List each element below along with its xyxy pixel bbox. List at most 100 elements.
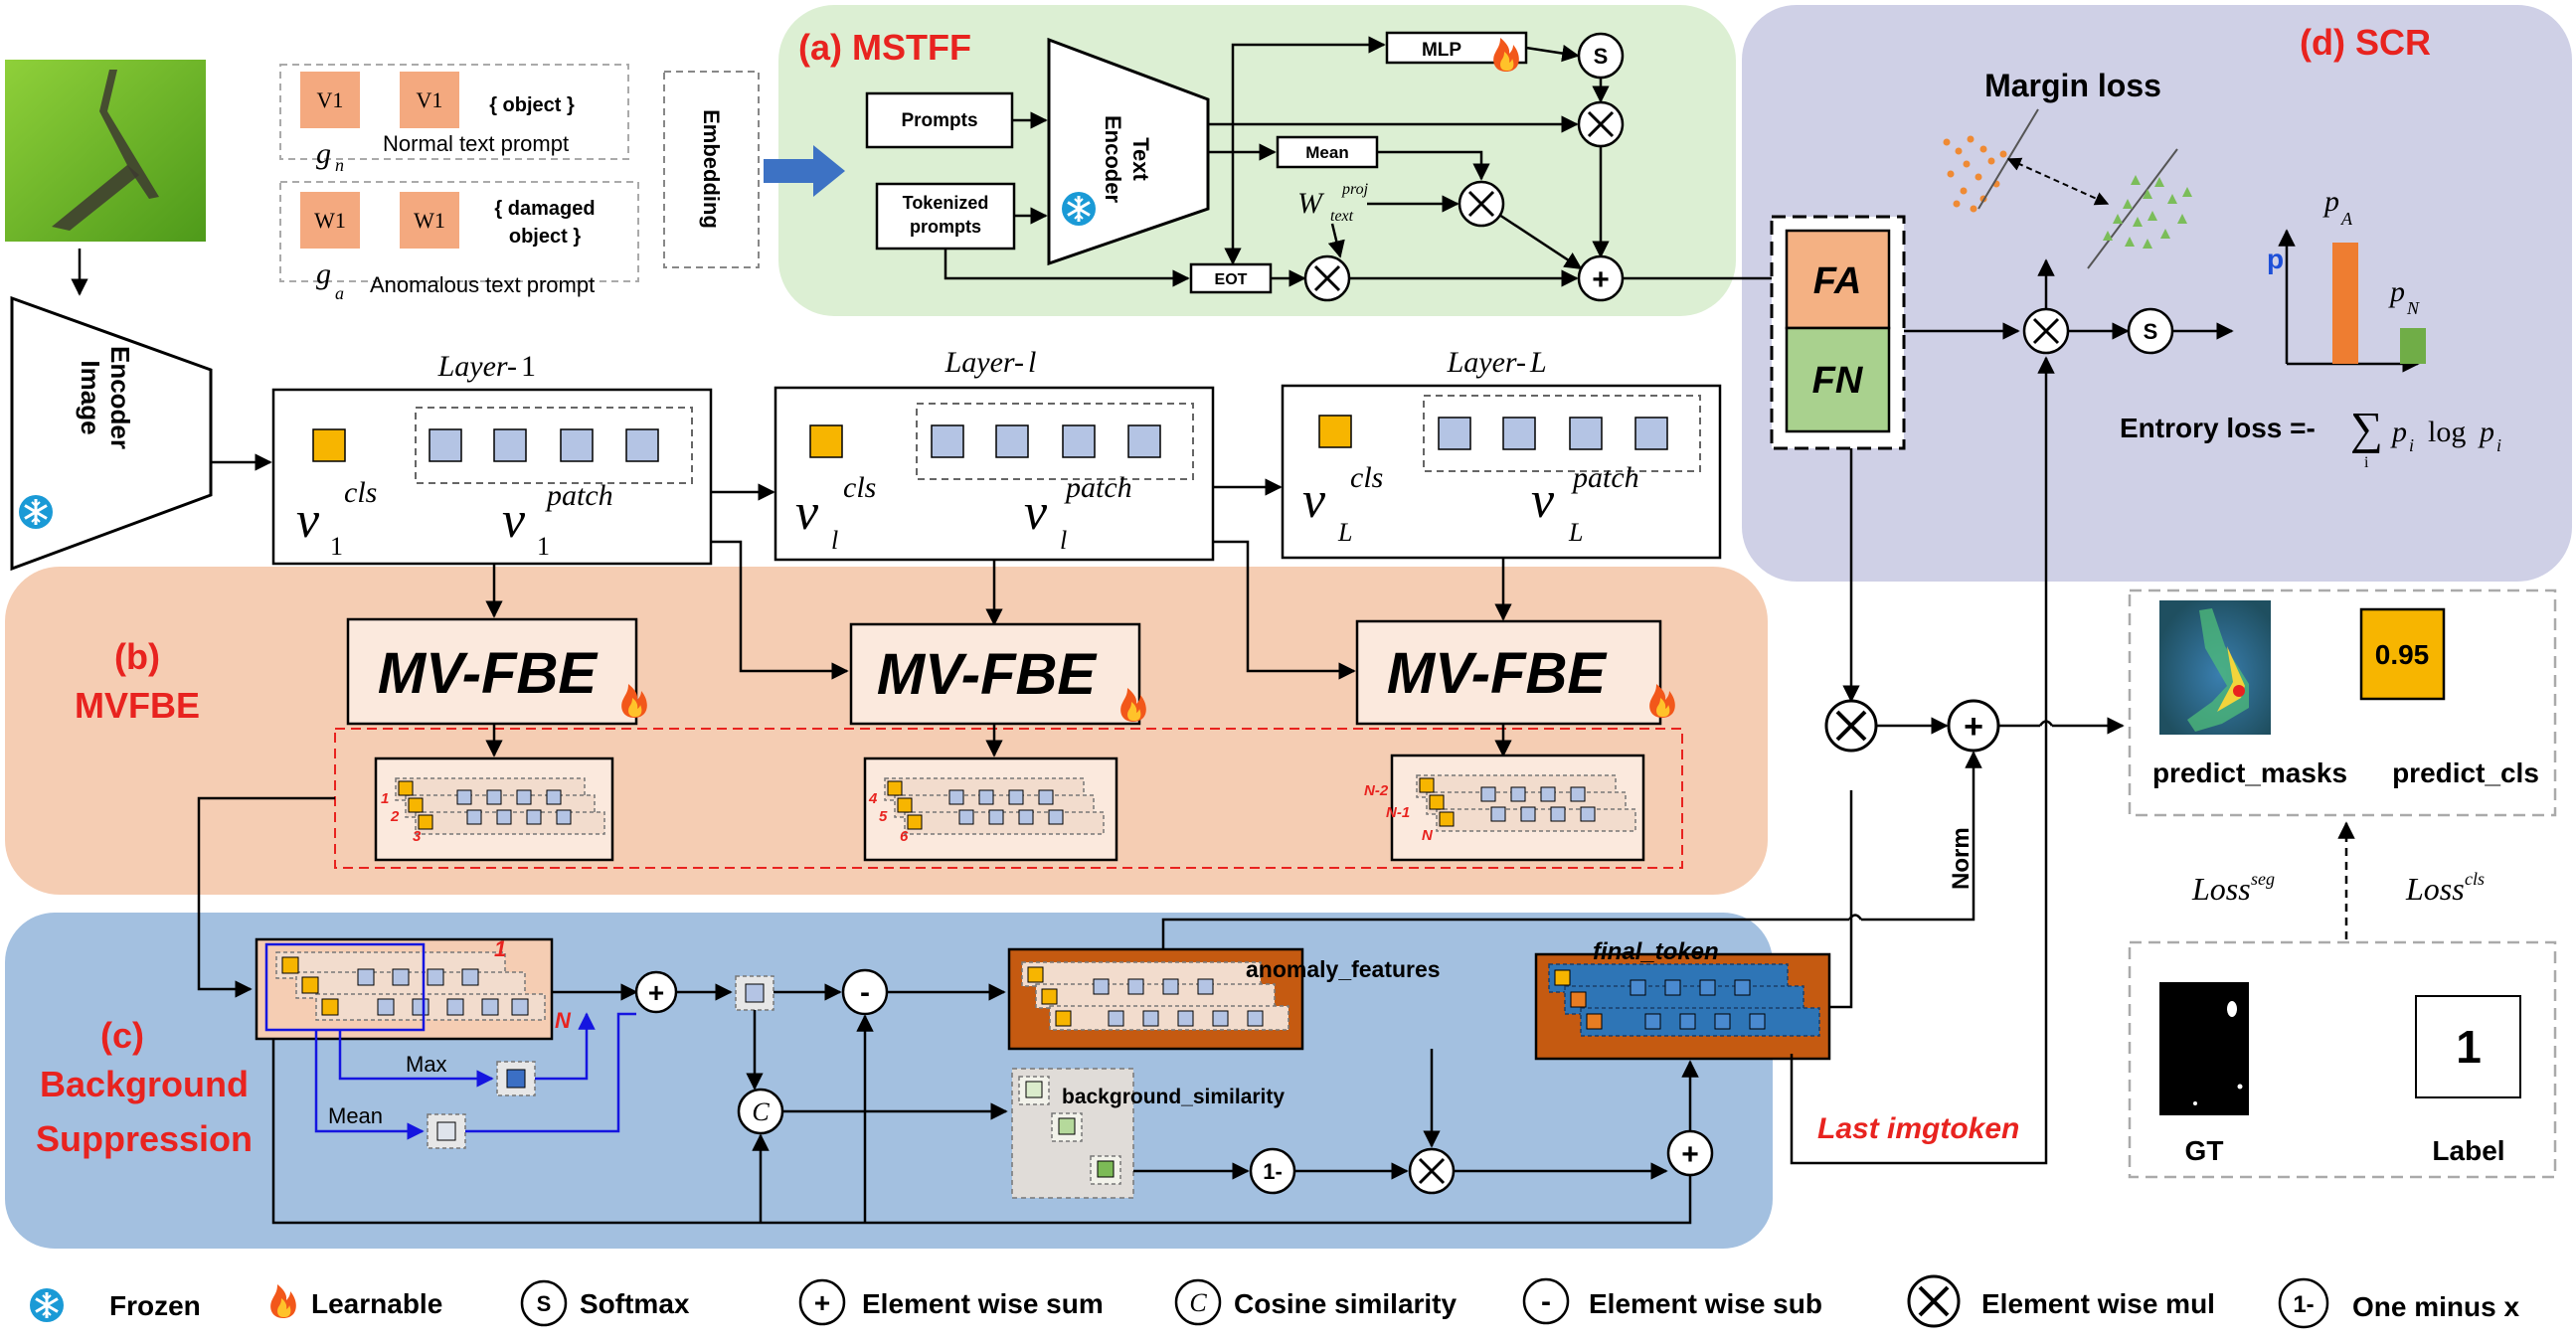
- formula-p: p: [2478, 416, 2494, 448]
- token-index: 6: [900, 828, 909, 845]
- background-similarity-block: [1011, 1068, 1134, 1199]
- entropy-loss-label: Entrory loss =-: [2120, 413, 2316, 443]
- input-image: [5, 60, 206, 242]
- sub-icon: [1522, 1277, 1570, 1325]
- max-label: Max: [406, 1052, 447, 1077]
- gt-label: GT: [2185, 1135, 2224, 1166]
- anomalous-prompt-label: Anomalous text prompt: [370, 272, 595, 297]
- mv-fbe-label: MV-FBE: [877, 642, 1098, 707]
- image-encoder-label: Encoder: [105, 346, 135, 449]
- legend-label: Softmax: [580, 1288, 690, 1319]
- pa-label: p: [2322, 185, 2339, 218]
- norm-label: Norm: [1948, 827, 1975, 890]
- sum-op: +: [1947, 699, 2000, 753]
- anomaly-features-block: [1007, 947, 1304, 1051]
- mv-fbe-block-2: MV-FBE: [849, 622, 1146, 726]
- mlp-label: MLP: [1422, 40, 1461, 61]
- background-similarity-label: background_similarity: [1062, 1086, 1285, 1108]
- layer-1-block: Layer- 1 v cls 1 v patch 1: [271, 350, 713, 566]
- mv-fbe-block-3: MV-FBE: [1355, 619, 1675, 726]
- token-stack-1: 1 2 3: [374, 756, 614, 862]
- token-stack-3: N-2 N-1 N: [1364, 754, 1645, 862]
- loss-seg-superscript: seg: [2251, 869, 2275, 889]
- layer-l-block: Layer- l v cls l v patch l: [773, 346, 1215, 562]
- mul-op: [2022, 307, 2070, 355]
- p-axis-label: p: [2267, 244, 2284, 274]
- margin-loss-scatter: [1943, 108, 2192, 269]
- softmax-symbol: S: [2144, 319, 2158, 344]
- legend-symbol: S: [537, 1291, 552, 1316]
- patch-token-symbol: v: [1024, 484, 1048, 541]
- mul-op: [1408, 1147, 1456, 1195]
- token-stack-input: 1 N: [255, 936, 572, 1041]
- loss-seg-label: Loss: [2191, 871, 2251, 907]
- embedding-arrow: [764, 145, 845, 197]
- cls-token-symbol: v: [795, 484, 819, 541]
- patch-superscript: patch: [1064, 471, 1132, 504]
- token-v1: V1: [317, 87, 344, 112]
- legend-label: Learnable: [311, 1288, 442, 1319]
- prompts-box: [865, 91, 1014, 149]
- token-index: N: [555, 1008, 572, 1033]
- layer-index: L: [1529, 346, 1547, 379]
- predict-masks-label: predict_masks: [2152, 757, 2347, 788]
- normal-prompt-label: Normal text prompt: [383, 131, 569, 156]
- legend-label: Element wise mul: [1981, 1288, 2215, 1319]
- prompts-label: Prompts: [901, 110, 977, 131]
- tokenized-label: prompts: [910, 217, 981, 237]
- mvfbe-title: (b): [114, 636, 160, 677]
- one-minus-symbol: 1-: [1263, 1159, 1283, 1184]
- legend-symbol: -: [1541, 1285, 1551, 1318]
- patch-token-symbol: v: [1531, 472, 1555, 529]
- patch-subscript: L: [1568, 518, 1583, 547]
- ground-truth-panel: 1 GT Label: [2128, 940, 2557, 1179]
- token-w1: W1: [414, 208, 445, 233]
- bg-title: (c): [100, 1015, 144, 1056]
- damaged-class-token: object }: [509, 226, 581, 248]
- normal-prompt-box: V1 V1 { object } Normal text prompt g n: [279, 64, 629, 175]
- gt-mask-image: [2159, 982, 2249, 1115]
- image-encoder-label: Image: [76, 360, 105, 434]
- scr-panel: [1742, 5, 2572, 582]
- one-minus-icon: [2278, 1277, 2329, 1329]
- sum-index: i: [2364, 454, 2369, 471]
- probability-bar-chart: p p A p N: [2267, 185, 2426, 373]
- gn-subscript: n: [335, 155, 344, 175]
- w-proj-symbol: W: [1297, 187, 1325, 220]
- mean-label: Mean: [328, 1103, 383, 1128]
- token-index: 2: [390, 808, 400, 825]
- mv-fbe-block-1: MV-FBE: [346, 617, 647, 726]
- sum-symbol: +: [1592, 263, 1610, 296]
- token-index: 5: [879, 808, 888, 825]
- ga-subscript: a: [335, 283, 344, 303]
- eot-label: EOT: [1215, 271, 1248, 288]
- mstff-panel: [778, 5, 1736, 316]
- legend-label: Cosine similarity: [1234, 1288, 1458, 1319]
- pn-label: p: [2388, 275, 2405, 308]
- pn-bar: [2400, 328, 2426, 364]
- w-subscript: text: [1330, 208, 1354, 225]
- cls-superscript: cls: [1350, 461, 1383, 494]
- damaged-class-token: { damaged: [494, 198, 595, 220]
- mstff-title: (a) MSTFF: [798, 27, 971, 68]
- mean-token-inner: [436, 1121, 456, 1141]
- tokenized-label: Tokenized: [903, 193, 989, 213]
- legend-symbol: C: [1189, 1288, 1207, 1317]
- patch-subscript: 1: [537, 532, 550, 561]
- token-v1: V1: [417, 87, 443, 112]
- anomalous-prompt-box: W1 W1 { damaged object } Anomalous text …: [279, 181, 639, 303]
- legend-label: Frozen: [109, 1290, 201, 1321]
- cosine-icon: [1174, 1278, 1222, 1326]
- mul-op: [1824, 699, 1878, 753]
- ga-symbol: g: [316, 257, 331, 290]
- sub-op: -: [841, 968, 889, 1016]
- scr-title: (d) SCR: [2300, 22, 2431, 63]
- embedding-block: Embedding: [663, 71, 760, 268]
- last-imgtoken-label: Last imgtoken: [1817, 1112, 2019, 1145]
- softmax-op: S: [2127, 307, 2174, 355]
- fn-label: FN: [1812, 360, 1864, 402]
- cls-subscript: l: [831, 526, 838, 555]
- label-value: 1: [2456, 1021, 2482, 1073]
- loss-cls-label: Loss: [2405, 871, 2465, 907]
- layer-title: Layer-: [437, 350, 517, 383]
